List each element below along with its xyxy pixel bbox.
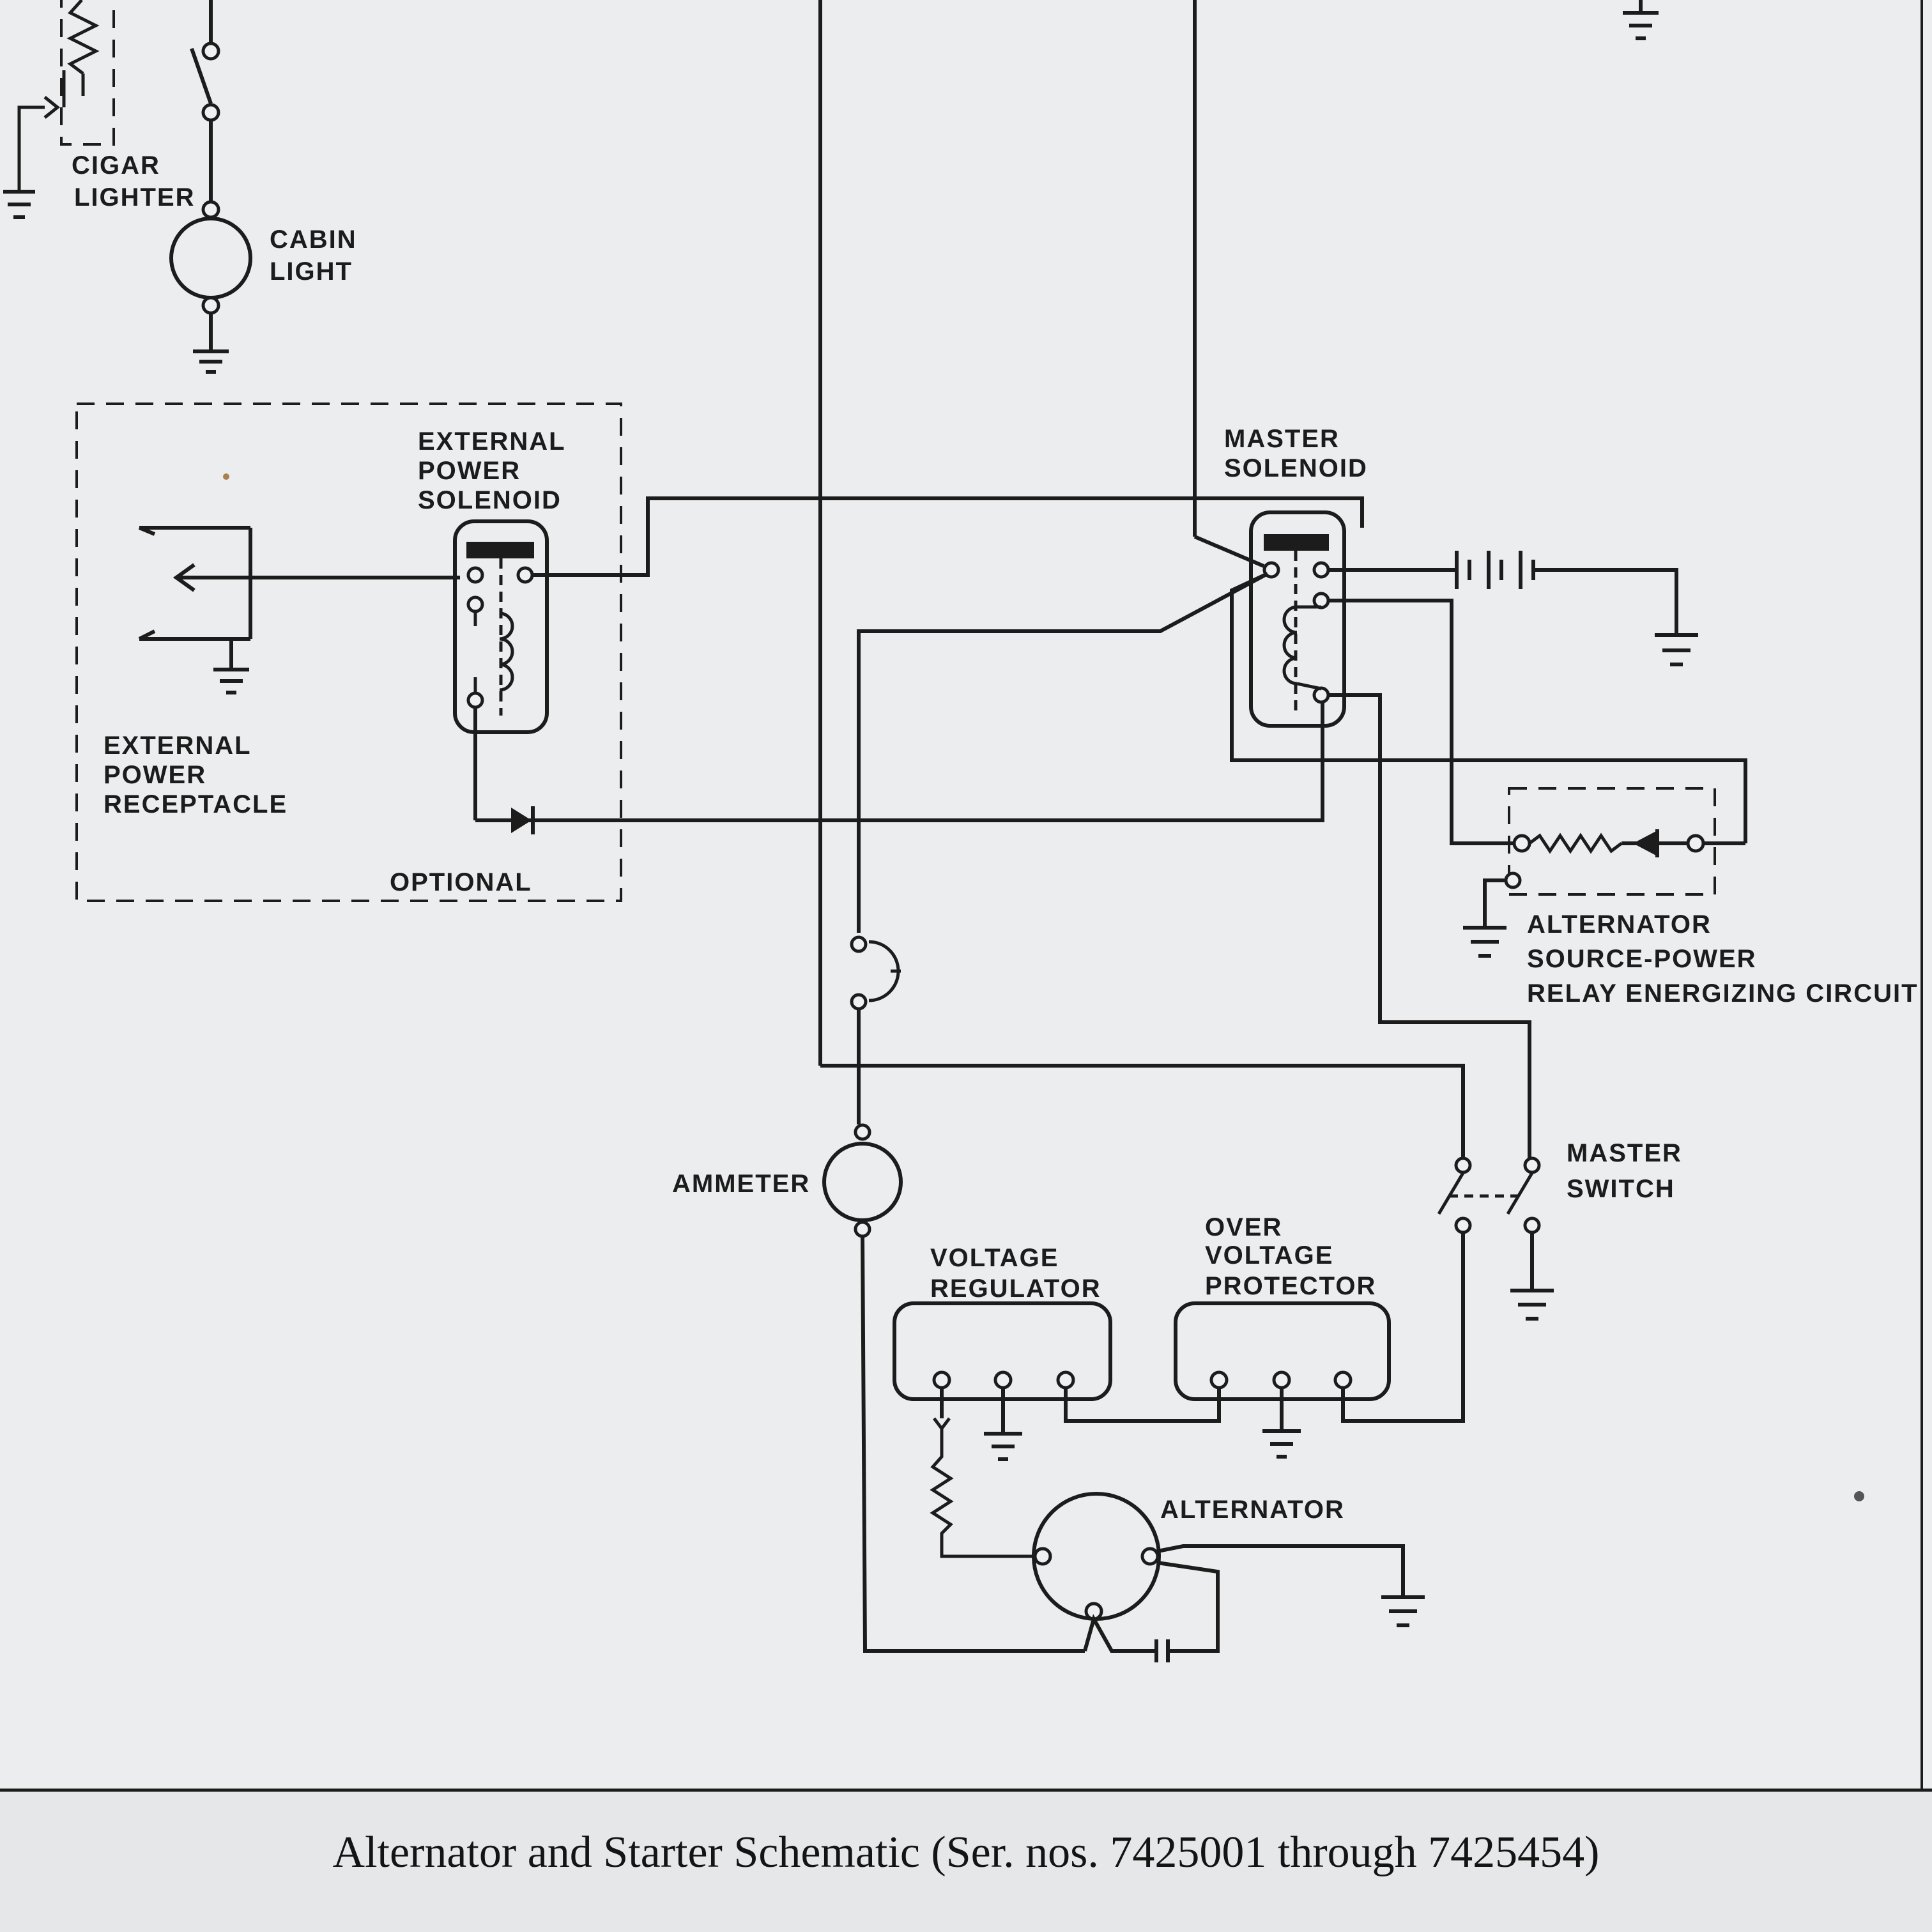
label-relay-2: SOURCE-POWER [1527,945,1757,973]
ext-power-wire [532,496,1364,577]
label-master-solenoid-2: SOLENOID [1224,454,1368,482]
master-to-relay-wire [1230,572,1747,843]
master-solenoid [1249,510,1346,728]
label-master-solenoid-1: MASTER [1224,425,1340,453]
over-voltage-protector-box [1174,1301,1391,1459]
label-ext-solenoid-3: SOLENOID [418,486,562,514]
voltage-regulator-box [893,1301,1221,1558]
bus-wire-right-diag [1193,535,1265,568]
label-cabin-light-1: CABIN [270,226,357,254]
label-relay-1: ALTERNATOR [1527,910,1712,939]
label-ammeter: AMMETER [672,1170,810,1198]
diode-icon [475,703,1324,834]
feed-to-ammeter [857,572,1269,933]
label-voltage-regulator-1: VOLTAGE [930,1244,1059,1272]
figure-caption: Alternator and Starter Schematic (Ser. n… [332,1828,1600,1877]
label-master-switch-2: SWITCH [1567,1175,1675,1203]
ammeter-symbol [822,1123,1085,1653]
label-ovp-2: VOLTAGE [1205,1241,1333,1269]
cigar-lighter-symbol [3,0,115,219]
alternator-symbol [1032,1492,1425,1662]
label-cigar-lighter-1: CIGAR [72,151,160,180]
label-receptacle-1: EXTERNAL [103,732,252,760]
label-optional: OPTIONAL [390,868,532,896]
cabin-light-symbol [169,0,252,374]
alternator-relay-circuit [1463,787,1745,958]
label-voltage-regulator-2: REGULATOR [930,1275,1101,1303]
label-relay-3: RELAY ENERGIZING CIRCUIT [1527,979,1919,1008]
label-receptacle-2: POWER [103,761,206,789]
coil-to-master-switch [1329,693,1531,1158]
bus-to-master-switch [820,1064,1465,1158]
label-alternator: ALTERNATOR [1160,1496,1345,1524]
label-cigar-lighter-2: LIGHTER [74,183,195,211]
label-cabin-light-2: LIGHT [270,257,353,286]
label-ext-solenoid-2: POWER [418,457,521,485]
label-master-switch-1: MASTER [1567,1139,1682,1167]
optional-box [75,402,622,902]
label-ovp-1: OVER [1205,1213,1282,1241]
ground-icon [1623,0,1659,40]
relay-feed-wire [1328,599,1514,845]
external-power-receptacle [138,526,460,694]
label-receptacle-3: RECEPTACLE [103,790,288,818]
label-ext-solenoid-1: EXTERNAL [418,427,566,456]
label-ovp-3: PROTECTOR [1205,1272,1376,1300]
external-power-solenoid [453,519,549,820]
battery-icon [1328,551,1698,666]
